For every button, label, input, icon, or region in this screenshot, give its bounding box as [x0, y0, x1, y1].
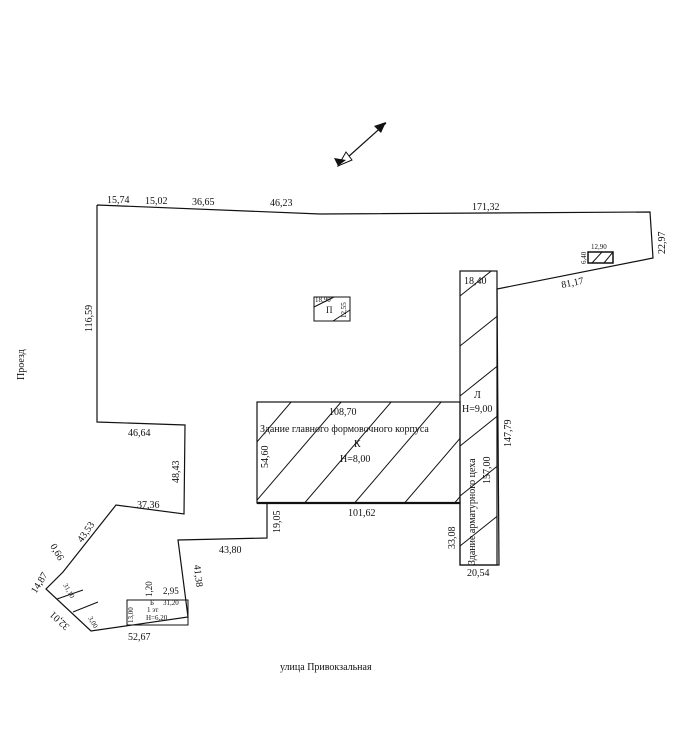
dim-label: 81,17	[560, 276, 584, 291]
dim-label: 108,70	[329, 407, 357, 418]
dim-label: 18,90	[315, 296, 331, 304]
dim-label: 20,54	[467, 568, 490, 579]
dim-label: 32,01	[48, 609, 72, 632]
dim-label: 52,67	[128, 632, 151, 643]
dim-label: 46,64	[128, 428, 151, 439]
dim-label: 31,10	[61, 582, 76, 600]
dim-label: 18,40	[464, 276, 487, 287]
height-label: Н=9,00	[462, 404, 492, 415]
dim-label: 12,55	[340, 302, 348, 318]
dim-label: 41,38	[191, 564, 204, 588]
building-p: 18,90 П 12,55	[313, 296, 351, 322]
dim-label: 15,74	[107, 195, 130, 206]
building-b: 13,00 Б 31,20 1 эт Н=6,20 1,20 2,95	[126, 581, 189, 626]
dim-label: 2,95	[163, 586, 179, 596]
building-letter: Л	[474, 390, 481, 401]
dim-label: 36,65	[192, 197, 215, 208]
dim-label: 54,60	[260, 446, 271, 469]
dim-label: 12,90	[591, 243, 607, 251]
land-boundary	[45, 204, 654, 632]
north-arrow-icon	[334, 122, 387, 168]
building-main-name: Здание главного формовочного корпуса	[260, 424, 429, 435]
dim-label: 116,59	[84, 305, 95, 332]
dim-label: 13,00	[127, 607, 135, 623]
building-letter: К	[354, 439, 361, 450]
building-letter: Б	[150, 599, 154, 607]
dim-label: 1,20	[144, 581, 154, 597]
dim-label: 19,05	[272, 511, 283, 534]
boundary-dimensions: 15,74 15,02 36,65 46,23 171,32 22,97 81,…	[29, 195, 668, 643]
building-main	[256, 401, 461, 505]
dim-label: 46,23	[270, 198, 293, 209]
building-armature	[459, 270, 498, 566]
dim-label: 0,66	[47, 542, 65, 563]
dim-label: 171,32	[472, 202, 500, 213]
building-small-ne: 12,90 6,40	[580, 243, 614, 264]
street-label: улица Привокзальная	[280, 662, 372, 673]
dim-label: 22,97	[657, 232, 668, 255]
dim-label: 14,87	[29, 571, 50, 596]
height-label: Н=8,00	[340, 454, 370, 465]
building-armature-name: Здание арматурного цеха	[467, 458, 478, 565]
dim-label: 157,00	[482, 457, 493, 485]
dim-label: 6,40	[580, 251, 588, 264]
dim-label: 43,80	[219, 545, 242, 556]
dim-label: 37,36	[137, 500, 160, 511]
dim-label: 33,08	[447, 527, 458, 550]
dim-label: 48,43	[171, 461, 182, 484]
dim-label: 31,20	[163, 599, 179, 607]
building-letter: П	[326, 305, 333, 315]
dim-label: 147,79	[503, 420, 514, 448]
height-label: Н=6,20	[146, 614, 168, 622]
side-road-label: Проезд	[16, 349, 27, 380]
dim-label: 15,02	[145, 196, 168, 207]
dim-label: 101,62	[348, 508, 376, 519]
floors-label: 1 эт	[147, 606, 158, 614]
